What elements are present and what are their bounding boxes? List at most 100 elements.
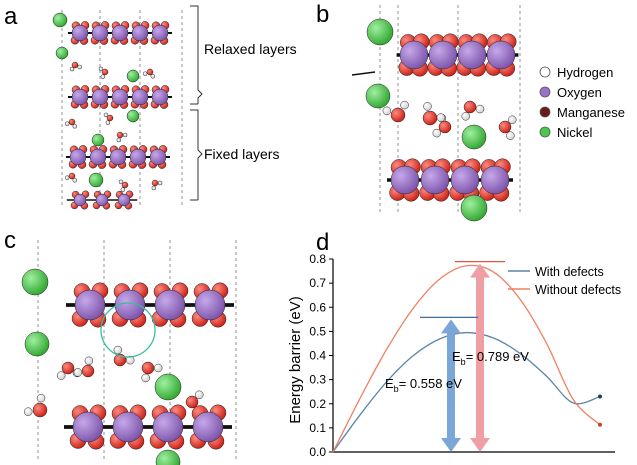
manganese-atom bbox=[69, 148, 87, 166]
manganese-atom bbox=[399, 40, 429, 70]
hydrogen-atom bbox=[69, 66, 75, 72]
hydrogen-atom bbox=[98, 66, 104, 72]
manganese-atom bbox=[151, 24, 169, 42]
nickel-atom bbox=[24, 331, 50, 357]
manganese-atom bbox=[480, 165, 510, 195]
panel-a-structure bbox=[52, 10, 183, 210]
oxygen-atom bbox=[185, 395, 199, 409]
y-tick-label: 0.6 bbox=[309, 300, 326, 314]
hydrogen-atom bbox=[507, 115, 517, 125]
oxygen-atom bbox=[121, 181, 129, 189]
nickel-atom bbox=[21, 268, 49, 296]
hydrogen-atom bbox=[84, 356, 94, 366]
hydrogen-atom bbox=[73, 368, 83, 377]
nickel-atom bbox=[366, 18, 394, 46]
manganese-atom bbox=[89, 148, 107, 166]
nickel-atom bbox=[52, 12, 68, 28]
oxygen-atom bbox=[390, 107, 406, 123]
manganese-atom bbox=[114, 289, 146, 321]
manganese-atom bbox=[131, 88, 149, 106]
bond bbox=[351, 71, 376, 76]
manganese-atom bbox=[428, 40, 458, 70]
oxygen-atom bbox=[71, 61, 79, 69]
panel-b-structure bbox=[351, 5, 521, 222]
manganese-atom bbox=[111, 88, 129, 106]
nickel-atom bbox=[365, 83, 391, 109]
defect-highlight-circle bbox=[100, 302, 156, 358]
oxygen-atom bbox=[438, 120, 452, 134]
legend-marker-manganese bbox=[539, 106, 551, 118]
hydrogen-atom bbox=[77, 64, 82, 70]
y-tick-label: 0.7 bbox=[309, 276, 326, 290]
panel-letter-b: b bbox=[316, 1, 329, 28]
manganese-atom bbox=[111, 24, 129, 42]
hydrogen-atom bbox=[105, 120, 111, 125]
panel-c: c bbox=[4, 227, 237, 465]
nickel-atom bbox=[55, 46, 69, 60]
manganese-atom bbox=[109, 148, 127, 166]
manganese-atom bbox=[131, 24, 149, 42]
oxygen-atom bbox=[101, 68, 109, 76]
manganese-atom bbox=[91, 24, 109, 42]
manganese-atom bbox=[73, 193, 87, 207]
manganese-atom bbox=[74, 289, 106, 321]
barrier-label-with-defects: Eb= 0.558 eV bbox=[385, 376, 462, 394]
hydrogen-atom bbox=[72, 178, 78, 183]
hydrogen-atom bbox=[475, 104, 485, 114]
barrier-arrow-with-defects-head-down bbox=[441, 438, 461, 452]
hydrogen-atom bbox=[113, 345, 123, 355]
nickel-atom bbox=[460, 194, 488, 222]
manganese-atom bbox=[95, 193, 109, 207]
nickel-atom bbox=[154, 373, 182, 401]
chart-legend-label: Without defects bbox=[535, 283, 621, 297]
nickel-atom bbox=[155, 449, 181, 465]
chart-legend-label: With defects bbox=[535, 265, 604, 279]
manganese-atom bbox=[194, 289, 226, 321]
series-endpoint bbox=[598, 422, 602, 427]
legend-label-manganese: Manganese bbox=[557, 105, 625, 120]
manganese-atom bbox=[450, 165, 480, 195]
barrier-arrow-without-defects-head-up bbox=[470, 263, 490, 278]
y-tick-label: 0.1 bbox=[309, 421, 326, 435]
series-line-without-defects bbox=[332, 264, 601, 453]
manganese-atom bbox=[420, 165, 450, 195]
oxygen-atom bbox=[498, 120, 512, 134]
oxygen-atom bbox=[61, 361, 75, 375]
nickel-atom bbox=[126, 69, 140, 83]
legend-label-oxygen: Oxygen bbox=[557, 85, 602, 100]
manganese-atom bbox=[390, 165, 420, 195]
hydrogen-atom bbox=[64, 121, 70, 126]
oxygen-atom bbox=[68, 118, 76, 126]
legend-marker-nickel bbox=[539, 126, 551, 138]
manganese-atom bbox=[129, 148, 147, 166]
manganese-atom bbox=[112, 411, 144, 443]
hydrogen-atom bbox=[122, 132, 128, 138]
y-tick-label: 0.0 bbox=[309, 445, 326, 459]
nickel-atom bbox=[91, 133, 105, 147]
hydrogen-atom bbox=[118, 179, 124, 185]
panel-letter-d: d bbox=[316, 229, 329, 256]
manganese-atom bbox=[192, 411, 224, 443]
manganese-atom bbox=[457, 40, 487, 70]
hydrogen-atom bbox=[436, 113, 446, 122]
legend-marker-oxygen bbox=[539, 86, 551, 98]
hydrogen-atom bbox=[461, 112, 471, 121]
hydrogen-atom bbox=[382, 106, 392, 116]
oxygen-atom bbox=[106, 114, 114, 122]
y-axis-label: Energy barrier (eV) bbox=[287, 296, 304, 424]
hydrogen-atom bbox=[506, 131, 515, 140]
manganese-atom bbox=[151, 88, 169, 106]
oxygen-atom bbox=[68, 172, 76, 180]
oxygen-atom bbox=[32, 402, 48, 418]
oxygen-atom bbox=[141, 361, 155, 375]
manganese-atom bbox=[72, 411, 104, 443]
barrier-arrow-without-defects-shaft bbox=[476, 275, 484, 440]
hydrogen-atom bbox=[103, 112, 109, 118]
hydrogen-atom bbox=[153, 363, 163, 373]
hydrogen-atom bbox=[100, 74, 106, 79]
y-tick-label: 0.2 bbox=[309, 397, 326, 411]
manganese-atom bbox=[154, 289, 186, 321]
hydrogen-atom bbox=[72, 124, 78, 129]
hydrogen-atom bbox=[150, 74, 156, 79]
barrier-label-without-defects: Eb= 0.789 eV bbox=[452, 349, 529, 367]
